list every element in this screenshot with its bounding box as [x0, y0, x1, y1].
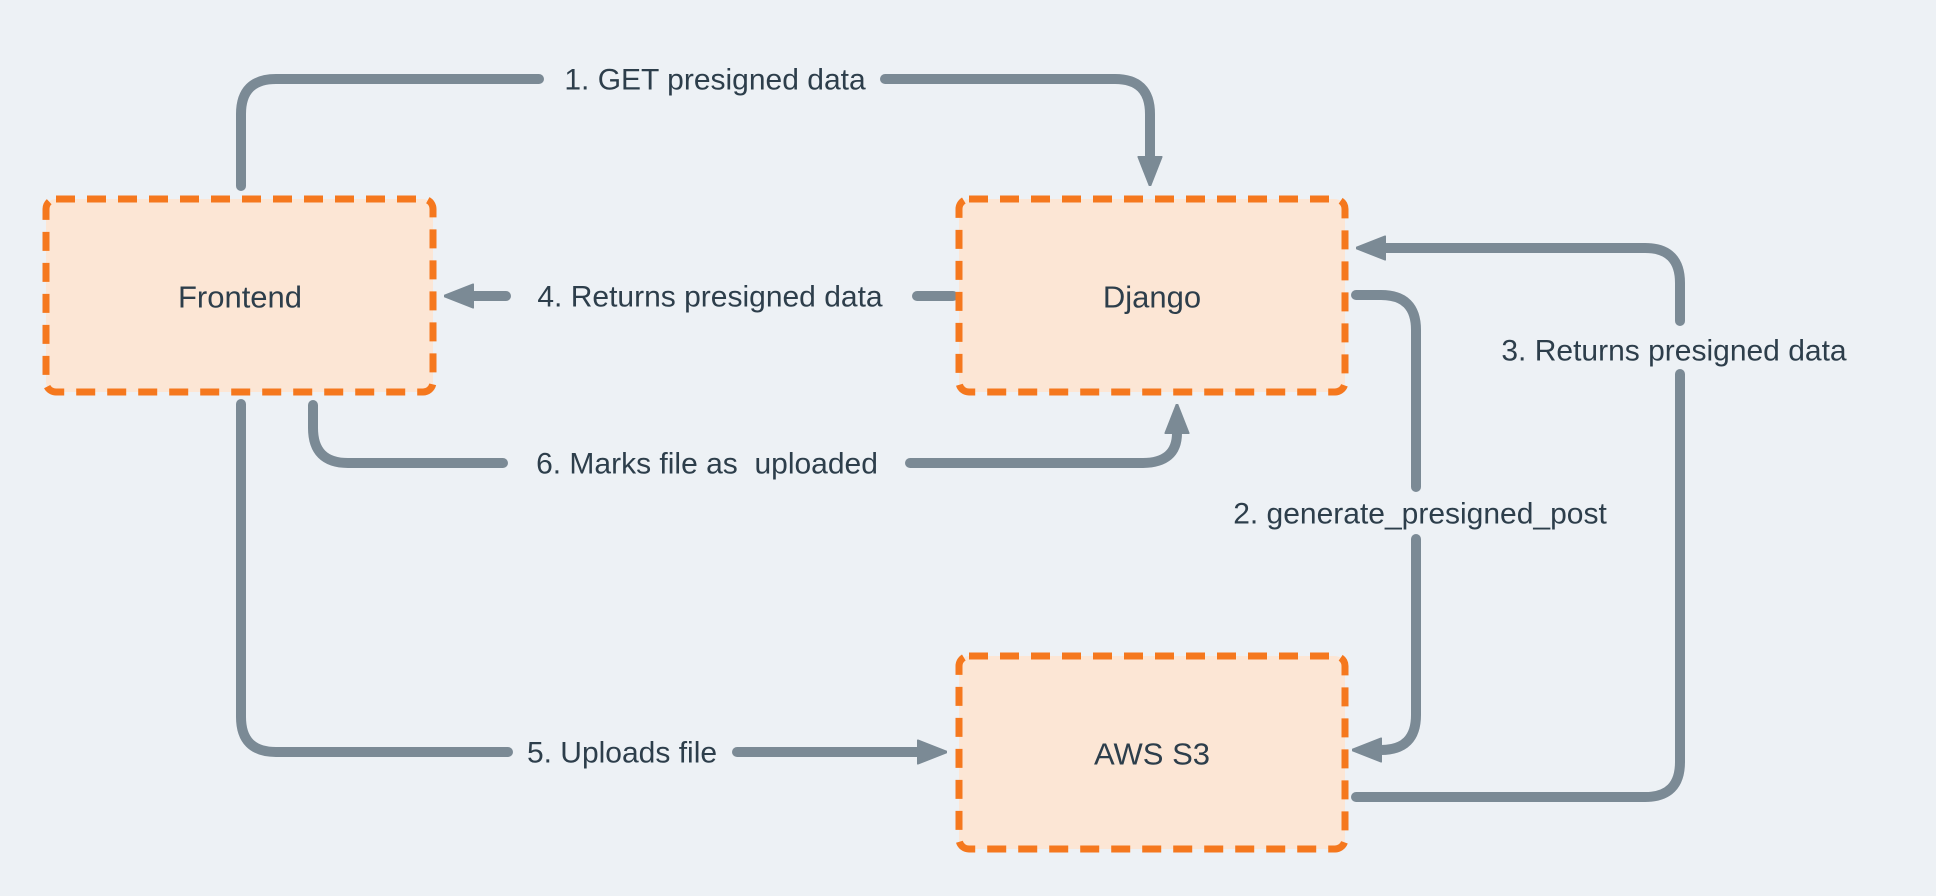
edge-1-segment-arrow — [880, 74, 1150, 157]
node-django-box — [955, 195, 1349, 396]
edge-3-segment-arrow — [1385, 248, 1685, 326]
node-frontend-label: Frontend — [178, 280, 302, 315]
node-aws-s3: AWS S3 — [955, 652, 1349, 853]
node-django: Django — [955, 195, 1349, 396]
edge-4-label: 4. Returns presigned data — [537, 281, 883, 314]
edge-5-uploads-file: 5. Uploads file — [236, 399, 918, 770]
edge-2-segment-start — [1351, 290, 1421, 492]
edge-3-segment-start — [1351, 369, 1685, 802]
node-aws-s3-box — [955, 652, 1349, 853]
edge-1-label: 1. GET presigned data — [564, 64, 866, 97]
edge-1-get-presigned-data: 1. GET presigned data — [236, 64, 1150, 191]
edge-6-segment-arrow — [905, 433, 1177, 468]
edge-2-label: 2. generate_presigned_post — [1233, 498, 1607, 531]
node-aws-s3-label: AWS S3 — [1094, 737, 1210, 772]
node-frontend: Frontend — [42, 195, 437, 396]
node-django-label: Django — [1103, 280, 1201, 315]
edge-5-label: 5. Uploads file — [527, 737, 717, 770]
edge-6-label: 6. Marks file as uploaded — [536, 448, 878, 481]
edge-3-returns-presigned-data: 3. Returns presigned data — [1351, 248, 1847, 802]
node-frontend-box — [42, 195, 437, 396]
edge-2-segment-arrow — [1381, 534, 1421, 750]
edge-6-marks-file-as-uploaded: 6. Marks file as uploaded — [308, 400, 1177, 481]
edge-3-label: 3. Returns presigned data — [1501, 335, 1847, 368]
edge-1-segment-start — [236, 74, 544, 191]
edge-6-segment-start — [308, 400, 508, 468]
edge-5-segment-start — [236, 399, 513, 757]
edge-2-generate-presigned-post: 2. generate_presigned_post — [1233, 290, 1607, 750]
edge-4-returns-presigned-data: 4. Returns presigned data — [473, 281, 958, 314]
